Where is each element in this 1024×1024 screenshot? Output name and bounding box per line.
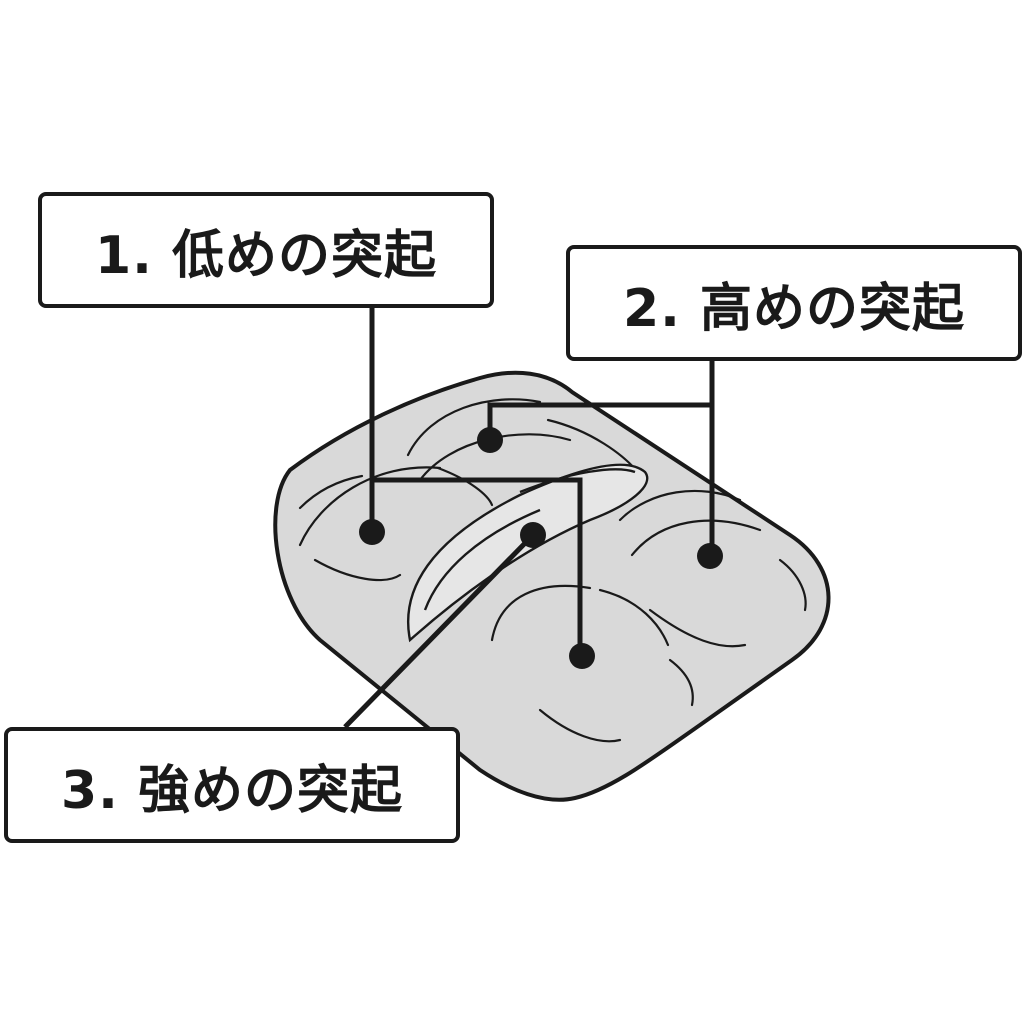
dot-low-left <box>359 519 385 545</box>
label-high-bumps: 2. 高めの突起 <box>566 245 1022 361</box>
dot-low-bottom <box>569 643 595 669</box>
label-high-text: 2. 高めの突起 <box>622 278 966 339</box>
label-low-text: 1. 低めの突起 <box>94 225 438 286</box>
marker-dots <box>359 427 723 669</box>
leader-strong <box>343 533 535 729</box>
label-strong-bumps: 3. 強めの突起 <box>4 727 460 843</box>
dot-high-top <box>477 427 503 453</box>
dot-strong <box>520 522 546 548</box>
strong-ridge <box>406 463 649 643</box>
dot-high-right <box>697 543 723 569</box>
leader-low-branch <box>372 477 583 655</box>
label-low-bumps: 1. 低めの突起 <box>38 192 494 308</box>
label-strong-text: 3. 強めの突起 <box>60 760 404 821</box>
